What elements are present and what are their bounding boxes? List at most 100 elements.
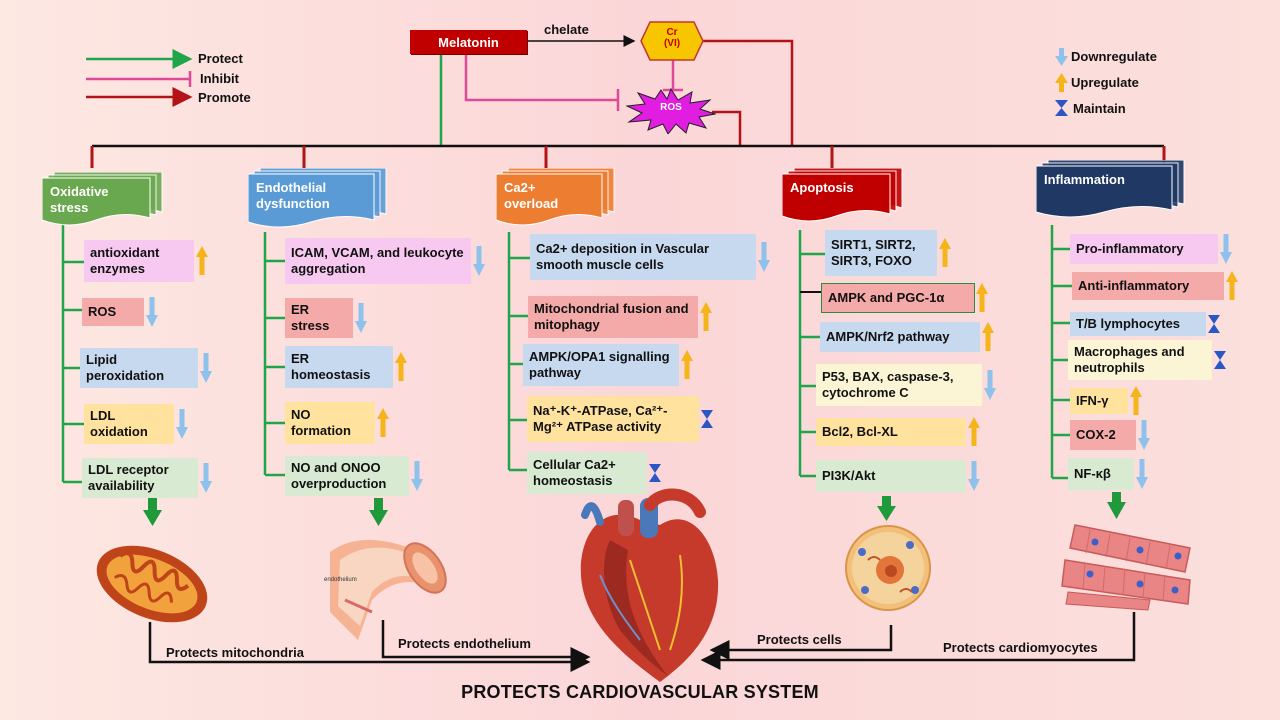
upregulate-arrow-icon [700, 302, 712, 331]
column-header-line: Oxidative [50, 184, 109, 199]
heart-icon [580, 488, 719, 682]
endothelium-tag: endothelium [324, 577, 357, 583]
pathway-item-label: LDL receptor availability [88, 462, 169, 493]
legend-upregulate-label: Upregulate [1071, 75, 1139, 90]
column-header-inflammation: Inflammation [1044, 172, 1125, 188]
protects-cardiomyocytes-label: Protects cardiomyocytes [943, 640, 1098, 655]
pathway-item-label: Macrophages and neutrophils [1074, 344, 1185, 375]
pathway-item-p53-bax-caspase-3-cytochrome-c: P53, BAX, caspase-3, cytochrome C [816, 364, 982, 406]
pathway-item-pro-inflammatory: Pro-inflammatory [1070, 234, 1218, 264]
cr-hexagon-icon [640, 21, 704, 61]
legend-inhibit-label: Inhibit [200, 71, 239, 86]
protects-mitochondria-label: Protects mitochondria [166, 645, 304, 660]
column-header-line: Ca2+ [504, 180, 536, 195]
pathway-item-ampk-and-pgc-1: AMPK and PGC-1α [821, 283, 975, 313]
pathway-item-cox-2: COX-2 [1070, 420, 1136, 450]
upregulate-arrow-icon [976, 283, 988, 312]
pathway-item-ldl-oxidation: LDL oxidation [84, 404, 174, 444]
pathway-item-label: Ca2+ deposition in Vascular smooth muscl… [536, 241, 710, 272]
column-header-line: Endothelial [256, 180, 327, 195]
pathway-item-ca2-deposition-in-vascular-smooth-muscle-cells: Ca2+ deposition in Vascular smooth muscl… [530, 234, 756, 280]
pathway-item-label: Cellular Ca2+ homeostasis [533, 457, 616, 488]
column-header-line: Inflammation [1044, 172, 1125, 187]
pathway-item-anti-inflammatory: Anti-inflammatory [1072, 272, 1224, 300]
downregulate-arrow-icon [1136, 459, 1148, 489]
protects-endothelium-label: Protects endothelium [398, 636, 531, 651]
pathway-item-antioxidant-enzymes: antioxidant enzymes [84, 240, 194, 282]
ros-promote-line [712, 110, 742, 146]
ros-label: ROS [660, 102, 682, 113]
column-header-apoptosis: Apoptosis [790, 180, 854, 196]
cardiomyocyte-icon [1061, 524, 1191, 611]
pathway-item-label: P53, BAX, caspase-3, cytochrome C [822, 369, 954, 400]
legend-promote-label: Promote [198, 90, 251, 105]
pathway-item-ampk-opa1-signalling-pathway: AMPK/OPA1 signalling pathway [523, 344, 679, 386]
upregulate-arrow-icon [1226, 271, 1238, 300]
pathway-item-label: ER stress [291, 302, 330, 333]
legend-maintain-label: Maintain [1073, 101, 1126, 116]
protects-cells-label: Protects cells [757, 632, 842, 647]
pathway-item-label: Pro-inflammatory [1076, 241, 1184, 256]
pathway-item-macrophages-and-neutrophils: Macrophages and neutrophils [1068, 340, 1212, 380]
upregulate-arrow-icon [939, 238, 951, 267]
column-header-ca2-overload: Ca2+overload [504, 180, 558, 212]
column-header-shape [248, 168, 387, 228]
pathway-item-ifn: IFN-γ [1070, 388, 1128, 414]
cr-label-line1: Cr [666, 27, 678, 38]
downregulate-arrow-icon [355, 303, 367, 333]
pathway-item-sirt1-sirt2-sirt3-foxo: SIRT1, SIRT2, SIRT3, FOXO [825, 230, 937, 276]
pathway-item-label: PI3K/Akt [822, 468, 876, 483]
mitochondrion-icon [96, 545, 208, 623]
downregulate-arrow-icon [411, 461, 423, 491]
column-header-shape [496, 168, 615, 226]
downregulate-arrow-icon [176, 409, 188, 439]
upregulate-arrow-icon [196, 246, 208, 275]
pathway-item-label: Anti-inflammatory [1078, 278, 1190, 293]
maintain-icon [701, 410, 713, 428]
pathway-item-nf: NF-κβ [1068, 458, 1134, 490]
column-header-shape [1036, 160, 1185, 218]
column-header-shape [782, 168, 903, 222]
pathway-item-no-formation: NO formation [285, 402, 375, 444]
pathway-item-label: AMPK/OPA1 signalling pathway [529, 349, 670, 380]
upregulate-arrow-icon [377, 408, 389, 437]
pathway-item-label: NF-κβ [1074, 466, 1111, 481]
downregulate-arrow-icon [200, 463, 212, 493]
ros-starburst-icon [626, 88, 716, 134]
pathway-item-label: Lipid peroxidation [86, 352, 165, 383]
pathway-item-label: Na⁺-K⁺-ATPase, Ca²⁺-Mg²⁺ ATPase activity [533, 403, 668, 434]
pathway-item-mitochondrial-fusion-and-mitophagy: Mitochondrial fusion and mitophagy [528, 296, 698, 338]
pathway-item-label: AMPK/Nrf2 pathway [826, 329, 950, 344]
chelate-label: chelate [544, 22, 589, 37]
pathway-item-label: T/B lymphocytes [1076, 316, 1181, 331]
pathway-item-label: ER homeostasis [291, 351, 371, 382]
pathway-item-na-k-atpase-ca-mg-atpase-activity: Na⁺-K⁺-ATPase, Ca²⁺-Mg²⁺ ATPase activity [527, 396, 699, 442]
cr-promote-line [703, 39, 794, 146]
pathway-item-er-homeostasis: ER homeostasis [285, 346, 393, 388]
pathway-item-pi3k-akt: PI3K/Akt [816, 460, 966, 492]
upregulate-arrow-icon [681, 350, 693, 379]
pathway-item-ampk-nrf2-pathway: AMPK/Nrf2 pathway [820, 322, 980, 352]
column-header-line: dysfunction [256, 196, 330, 211]
pathway-item-t-b-lymphocytes: T/B lymphocytes [1070, 312, 1206, 336]
melatonin-label: Melatonin [438, 34, 499, 50]
maintain-icon [1208, 315, 1220, 333]
downregulate-arrow-icon [200, 353, 212, 383]
pathway-item-label: LDL oxidation [90, 408, 148, 439]
upregulate-arrow-icon [982, 322, 994, 351]
pathway-item-label: AMPK and PGC-1α [828, 290, 945, 305]
column-header-line: Apoptosis [790, 180, 854, 195]
maintain-icon [649, 464, 661, 482]
pathway-item-label: SIRT1, SIRT2, SIRT3, FOXO [831, 237, 916, 268]
cr-label-line2: (VI) [663, 38, 681, 49]
pathway-item-label: NO and ONOO overproduction [291, 460, 387, 491]
maintain-icon [1214, 351, 1226, 369]
pathway-item-label: antioxidant enzymes [90, 245, 160, 276]
blood-vessel-icon [330, 539, 447, 640]
